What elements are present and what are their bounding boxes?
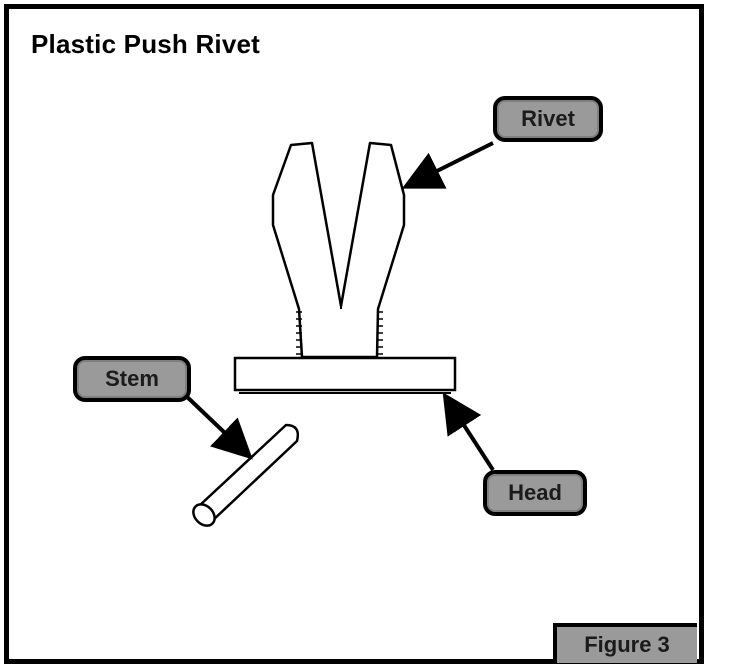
- rivet-shank-ribs: [296, 311, 383, 355]
- stem-pin: [192, 423, 300, 527]
- rivet-body: [271, 141, 406, 359]
- callout-stem: Stem: [73, 356, 191, 402]
- figure-title: Plastic Push Rivet: [31, 29, 261, 59]
- head-arrow: [442, 392, 495, 472]
- figure-frame: Plastic Push Rivet: [4, 4, 704, 664]
- rivet-arrow: [401, 141, 494, 189]
- push-rivet-diagram: [181, 141, 495, 527]
- stem-arrow: [181, 391, 253, 460]
- rivet-head: [233, 356, 457, 394]
- figure-number-label: Figure 3: [553, 623, 697, 663]
- callout-rivet: Rivet: [493, 96, 603, 142]
- callout-head: Head: [483, 470, 587, 516]
